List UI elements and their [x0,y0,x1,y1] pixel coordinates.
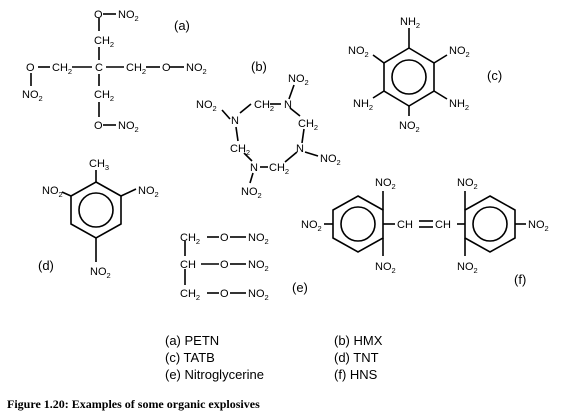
petn-ch2-right: CH2 [126,62,146,76]
hmx-nitro-bottom: NO2 [241,186,262,200]
nitroglycerine-nitro-middle: NO2 [248,259,269,273]
tag-a: (a) [174,18,190,33]
legend-item-hns: (f) HNS [334,367,378,382]
hns-nitro-left-top: NO2 [375,177,396,191]
nitroglycerine-nitro-top: NO2 [248,232,269,246]
nitroglycerine-oxygen-top: O [220,232,229,244]
legend-item-tatb: (c) TATB [165,350,215,365]
nitroglycerine-ch2-top: CH2 [180,232,200,246]
structure-nitroglycerine: CH2 O NO2 CH O NO2 CH2 O NO2 [180,232,269,302]
nitroglycerine-oxygen-middle: O [220,259,229,271]
legend-item-tnt: (d) TNT [334,350,379,365]
hmx-nitrogen-4: N [250,162,258,174]
tnt-nitro-left: NO2 [42,185,63,199]
petn-ch2-left: CH2 [52,62,72,76]
hns-nitro-left-bottom: NO2 [375,261,396,275]
petn-ch2-top: CH2 [94,35,114,49]
tag-e: (e) [292,280,308,295]
nitroglycerine-ch-middle: CH [180,259,196,271]
hmx-nitrogen-2: N [231,115,239,127]
hmx-ch2-2: CH2 [298,118,318,132]
structure-hmx: N CH2 N CH2 CH2 N N CH2 NO2 NO2 NO2 NO2 [196,73,341,200]
structure-tnt: CH3 NO2 NO2 NO2 [42,158,159,280]
figure-caption: Figure 1.20: Examples of some organic ex… [7,397,260,411]
hns-nitro-right-top: NO2 [457,177,478,191]
hmx-nitrogen-3: N [296,143,304,155]
structure-tatb: NH2 NO2 NH2 NO2 NH2 NO2 [348,16,470,134]
tatb-nitro-bottom: NO2 [399,120,420,134]
tatb-nitro-left-top: NO2 [348,45,369,59]
hns-nitro-right-para: NO2 [528,219,549,233]
petn-nitro-left: NO2 [22,89,43,103]
hmx-nitro-top: NO2 [288,73,309,87]
petn-oxygen-bottom: O [94,120,103,132]
petn-nitro-bottom: NO2 [118,120,139,134]
structure-hns: NO2 NO2 NO2 CH CH NO2 NO2 NO2 [301,177,549,275]
tatb-amino-left-bottom: NH2 [353,98,373,112]
tatb-amino-top: NH2 [400,16,420,30]
structure-petn: O NO2 CH2 C O CH2 NO2 CH2 O NO2 CH2 O NO… [22,9,207,134]
petn-nitro-right: NO2 [186,62,207,76]
legend-item-hmx: (b) HMX [334,333,383,348]
tag-c: (c) [487,68,502,83]
hns-vinyl-ch-right: CH [435,219,451,231]
tnt-methyl: CH3 [89,158,109,172]
tag-f: (f) [514,272,526,287]
tag-d: (d) [38,258,54,273]
hns-nitro-right-bottom: NO2 [457,261,478,275]
tatb-amino-right-bottom: NH2 [449,98,469,112]
petn-nitro-top: NO2 [118,9,139,23]
hmx-nitro-left: NO2 [196,99,217,113]
legend-item-petn: (a) PETN [165,333,219,348]
nitroglycerine-nitro-bottom: NO2 [248,288,269,302]
petn-central-carbon: C [95,62,103,74]
petn-ch2-bottom: CH2 [94,89,114,103]
tnt-nitro-right: NO2 [138,185,159,199]
legend: (a) PETN (b) HMX (c) TATB (d) TNT (e) Ni… [165,333,383,382]
hmx-ch2-1: CH2 [254,99,274,113]
petn-oxygen-top: O [94,9,103,21]
nitroglycerine-oxygen-bottom: O [220,288,229,300]
tag-b: (b) [251,59,267,74]
hmx-ch2-3: CH2 [230,143,250,157]
hns-vinyl-ch-left: CH [397,219,413,231]
hmx-nitro-right: NO2 [320,153,341,167]
hmx-nitrogen-1: N [284,99,292,111]
petn-oxygen-left: O [26,62,35,74]
tatb-nitro-right-top: NO2 [449,45,470,59]
nitroglycerine-ch2-bottom: CH2 [180,288,200,302]
tnt-nitro-bottom: NO2 [90,266,111,280]
hmx-ch2-4: CH2 [269,162,289,176]
legend-item-nitroglycerine: (e) Nitroglycerine [165,367,264,382]
hns-nitro-left-para: NO2 [301,219,322,233]
petn-oxygen-right: O [162,62,171,74]
